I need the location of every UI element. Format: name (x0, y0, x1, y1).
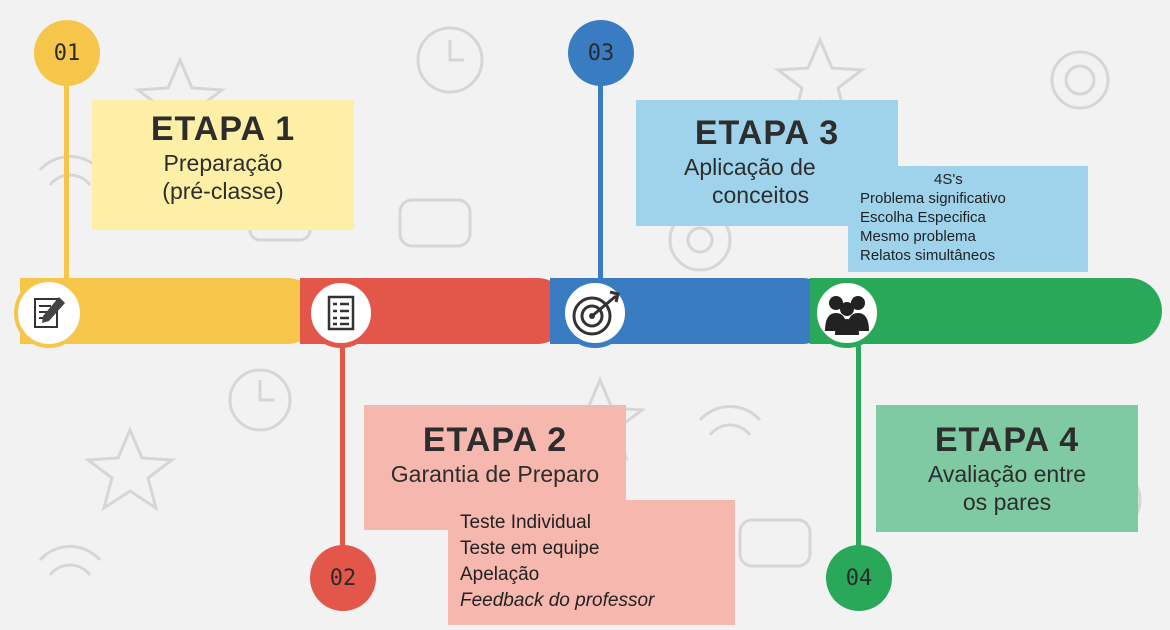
stage-2-detail-item: Teste Individual (460, 512, 591, 533)
stage-4-icon-disc (812, 278, 882, 348)
stage-2-title: ETAPA 2 (422, 421, 568, 459)
stage-2-pin-line (340, 345, 345, 555)
stage-4-box: ETAPA 4 Avaliação entre os pares (876, 405, 1138, 532)
stage-3-detail-list: 4S's Problema significativo Escolha Espe… (848, 166, 1088, 272)
stage-3-title: ETAPA 3 (694, 114, 840, 152)
stage-3-number-badge: 03 (568, 20, 634, 86)
stage-2-detail-item: Teste em equipe (460, 538, 600, 559)
stage-4-title: ETAPA 4 (934, 421, 1080, 459)
stage-1-icon-disc (14, 278, 84, 348)
stage-4-number-badge: 04 (826, 545, 892, 611)
stage-4-pin-line (856, 345, 861, 555)
document-list-icon (327, 295, 355, 331)
stage-3-detail-item: Mesmo problema (860, 228, 976, 245)
stage-3-pin-line (598, 60, 603, 282)
checklist-pen-icon (34, 297, 65, 328)
stage-3-detail-item: 4S's (934, 171, 963, 188)
stage-2-icon-disc (306, 278, 376, 348)
stage-3-line-1: Aplicação de (684, 154, 816, 180)
people-group-icon (825, 296, 869, 335)
stage-4-line-2: os pares (962, 489, 1052, 515)
stage-2-line-1: Garantia de Preparo (390, 461, 600, 487)
stage-3-detail-item: Relatos simultâneos (860, 247, 996, 264)
stage-3-detail-item: Escolha Especifica (860, 209, 986, 226)
stage-1-line-1: Preparação (163, 150, 283, 176)
stage-2-detail-item: Feedback do professor (460, 590, 655, 611)
stage-1-pin-line (64, 60, 69, 282)
stage-3-detail-item: Problema significativo (860, 190, 1006, 207)
stage-1-title: ETAPA 1 (150, 110, 296, 148)
stage-4-line-1: Avaliação entre (927, 461, 1087, 487)
stage-3-line-2: conceitos (712, 182, 810, 208)
stage-2-detail-list: Teste Individual Teste em equipe Apelaçã… (448, 500, 735, 625)
stage-2-number-badge: 02 (310, 545, 376, 611)
stage-2-detail-item: Apelação (460, 564, 540, 585)
stage-3-icon-disc (560, 278, 630, 348)
target-arrow-icon (572, 290, 620, 336)
stage-1-box: ETAPA 1 Preparação (pré-classe) (92, 100, 354, 230)
stage-1-line-2: (pré-classe) (162, 178, 284, 204)
stage-1-number-badge: 01 (34, 20, 100, 86)
stage-3-box: ETAPA 3 Aplicação de conceitos (636, 100, 898, 226)
